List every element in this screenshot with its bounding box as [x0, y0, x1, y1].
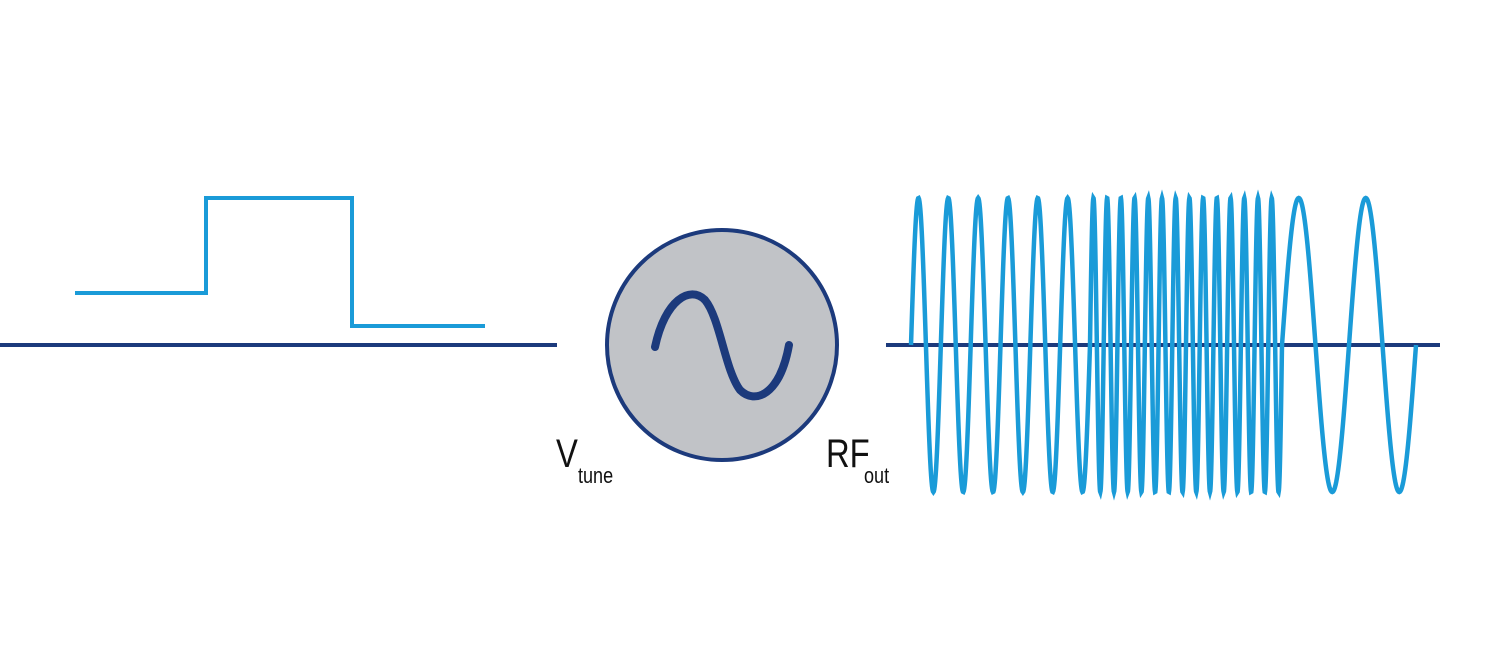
rf-output-waveform [908, 189, 1419, 501]
sine-wave-icon [651, 290, 793, 401]
vtune-label: V [556, 434, 578, 474]
rfout-subscript: out [864, 463, 890, 488]
tune-voltage-step-signal [75, 196, 485, 328]
vtune-main: V [556, 432, 578, 476]
vtune-subscript: tune [578, 463, 614, 488]
rfout-label: RF [826, 434, 870, 474]
rfout-main: RF [826, 432, 870, 476]
